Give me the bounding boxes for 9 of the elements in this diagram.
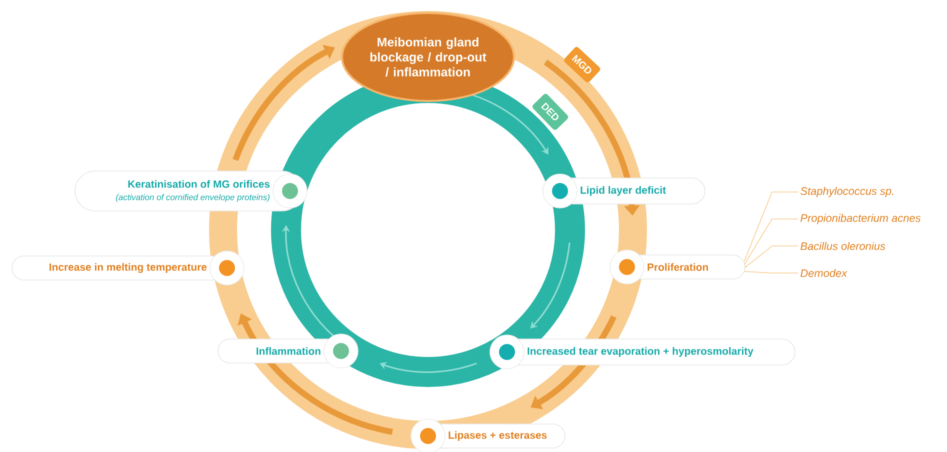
leader-line: [744, 218, 798, 265]
species-label: Demodex: [800, 268, 848, 278]
leader-line: [744, 192, 798, 262]
node-label: Lipases + esterases: [448, 431, 547, 441]
species-label: Propionibacterium acnes: [800, 214, 921, 224]
leader-line: [744, 246, 798, 268]
leader-line: [744, 271, 798, 274]
species-label: Bacillus oleronius: [800, 242, 886, 250]
species-label: Staphylococcus sp.: [800, 186, 894, 198]
